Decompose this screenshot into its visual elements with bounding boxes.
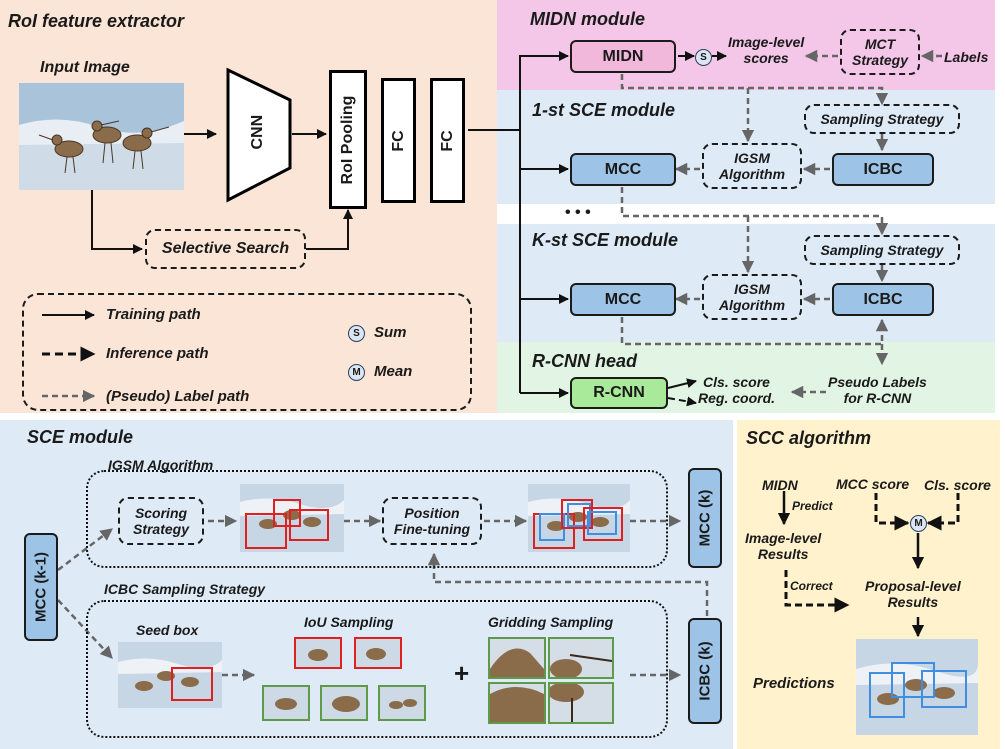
iou-sample-green-1 bbox=[262, 685, 310, 721]
arrow-rcnn-to-cls bbox=[667, 378, 697, 389]
grid-cell-3 bbox=[488, 682, 546, 724]
mcc-k-1-label: MCC (k-1) bbox=[32, 552, 50, 622]
iou-sample-red-2 bbox=[354, 637, 402, 669]
icbc-k-label: ICBC (k) bbox=[696, 641, 714, 701]
sce1-igsm-box: IGSM Algorithm bbox=[702, 143, 802, 189]
roi-panel-title: RoI feature extractor bbox=[8, 11, 185, 31]
sce1-mcc-box: MCC bbox=[570, 153, 676, 186]
grid-cell-1 bbox=[488, 637, 546, 679]
legend-mean-icon: M bbox=[348, 364, 365, 381]
igsm-group-title: IGSM Algorithm bbox=[108, 457, 214, 473]
midn-box: MIDN bbox=[570, 40, 676, 73]
mcc-k-box: MCC (k) bbox=[688, 468, 722, 568]
image-level-scores: Image-level scores bbox=[728, 34, 805, 67]
rcnn-outputs: Cls. score Reg. coord. bbox=[698, 374, 776, 407]
legend-inference-label: Inference path bbox=[106, 345, 209, 362]
fc1-box: FC bbox=[381, 78, 416, 203]
legend-box bbox=[22, 293, 472, 411]
scek-icbc-box: ICBC bbox=[832, 283, 934, 316]
bird-group bbox=[38, 120, 170, 174]
arrow-selective-search-to-roipool bbox=[306, 209, 353, 250]
roi-pooling-label: RoI Pooling bbox=[339, 95, 356, 184]
scek-igsm-box: IGSM Algorithm bbox=[702, 274, 802, 320]
iou-sample-green-2 bbox=[320, 685, 368, 721]
igsm-refined-image bbox=[528, 484, 630, 552]
cnn-trapezoid bbox=[226, 67, 292, 203]
pseudo-labels-rcnn: Pseudo Labels for R-CNN bbox=[828, 374, 927, 407]
midn-panel-title: MIDN module bbox=[530, 9, 645, 29]
sce1-sampling-box: Sampling Strategy bbox=[804, 104, 960, 134]
arrow-scc-cls-to-mean bbox=[926, 493, 960, 531]
scc-midn-label: MIDN bbox=[762, 477, 798, 493]
scek-panel-title: K-st SCE module bbox=[532, 230, 679, 250]
scek-mcc-box: MCC bbox=[570, 283, 676, 316]
mct-strategy-box: MCT Strategy bbox=[840, 29, 920, 75]
scc-image-results: Image-level Results bbox=[745, 530, 822, 563]
arrow-mcc1-to-next bbox=[620, 187, 889, 236]
scc-predictions-image bbox=[856, 639, 978, 735]
icbc-group-box bbox=[86, 600, 668, 738]
arrow-icbck-to-position bbox=[427, 552, 709, 616]
arrow-mcck1-to-scoring bbox=[57, 528, 113, 571]
arrow-scc-mcc-to-mean bbox=[874, 493, 910, 531]
fc2-label: FC bbox=[438, 129, 456, 152]
mcc-k-label: MCC (k) bbox=[696, 489, 714, 547]
seed-box-image bbox=[118, 642, 222, 708]
iou-sample-red-1 bbox=[294, 637, 342, 669]
legend-sum-icon: S bbox=[348, 325, 365, 342]
roi-panel bbox=[0, 0, 497, 413]
selective-search-box: Selective Search bbox=[145, 229, 306, 269]
scc-proposal-results: Proposal-level Results bbox=[865, 578, 961, 611]
seed-box-label: Seed box bbox=[136, 622, 199, 638]
position-finetuning-box: Position Fine-tuning bbox=[382, 497, 482, 545]
arrow-mcck-to-icbck bbox=[620, 317, 889, 346]
grid-cell-4 bbox=[548, 682, 614, 724]
input-image bbox=[19, 83, 184, 190]
fc1-label: FC bbox=[389, 129, 407, 152]
midn-sum-icon: S bbox=[695, 49, 712, 66]
plus-sign: + bbox=[454, 658, 470, 688]
labels-text: Labels bbox=[944, 49, 989, 65]
grid-cell-2 bbox=[548, 637, 614, 679]
scc-mean-icon: M bbox=[910, 515, 927, 532]
ellipsis: • • • bbox=[565, 204, 591, 221]
scek-sampling-box: Sampling Strategy bbox=[804, 235, 960, 265]
arrow-midn-to-sampling1 bbox=[620, 74, 889, 106]
igsm-scored-image bbox=[240, 484, 344, 552]
scc-correct-label: Correct bbox=[790, 579, 833, 593]
sce-module-title: SCE module bbox=[27, 427, 134, 447]
input-image-label: Input Image bbox=[40, 59, 130, 76]
rcnn-box: R-CNN bbox=[570, 377, 668, 409]
sce1-panel-title: 1-st SCE module bbox=[532, 100, 676, 120]
gridding-sampling-label: Gridding Sampling bbox=[488, 614, 614, 630]
arrow-image-to-selective-search bbox=[91, 190, 143, 254]
roi-pooling-box: RoI Pooling bbox=[329, 70, 367, 209]
rcnn-panel-title: R-CNN head bbox=[532, 351, 638, 371]
iou-sample-green-3 bbox=[378, 685, 426, 721]
scoring-strategy-box: Scoring Strategy bbox=[118, 497, 204, 545]
scc-cls-score-label: Cls. score bbox=[924, 477, 991, 493]
scc-title: SCC algorithm bbox=[746, 428, 872, 448]
legend-training-label: Training path bbox=[106, 306, 201, 323]
legend-mean-label: Mean bbox=[374, 363, 413, 380]
sce1-icbc-box: ICBC bbox=[832, 153, 934, 186]
fc2-box: FC bbox=[430, 78, 465, 203]
icbc-group-title: ICBC Sampling Strategy bbox=[104, 581, 266, 597]
iou-sampling-label: IoU Sampling bbox=[304, 614, 394, 630]
legend-label-path-label: (Pseudo) Label path bbox=[106, 388, 250, 405]
arrow-mcck1-to-seedbox bbox=[57, 599, 113, 659]
arrow-scc-correct bbox=[784, 570, 850, 613]
legend-sum-label: Sum bbox=[374, 324, 407, 341]
scc-predictions-label: Predictions bbox=[753, 675, 835, 692]
igsm-group-box bbox=[86, 470, 668, 568]
icbc-k-box: ICBC (k) bbox=[688, 618, 722, 724]
mcc-k-1-box: MCC (k-1) bbox=[24, 533, 58, 641]
scc-predict-label: Predict bbox=[792, 499, 833, 513]
cnn-label: CNN bbox=[249, 114, 267, 150]
arrow-rcnn-to-reg bbox=[667, 396, 697, 407]
scc-mcc-score-label: MCC score bbox=[836, 476, 910, 492]
